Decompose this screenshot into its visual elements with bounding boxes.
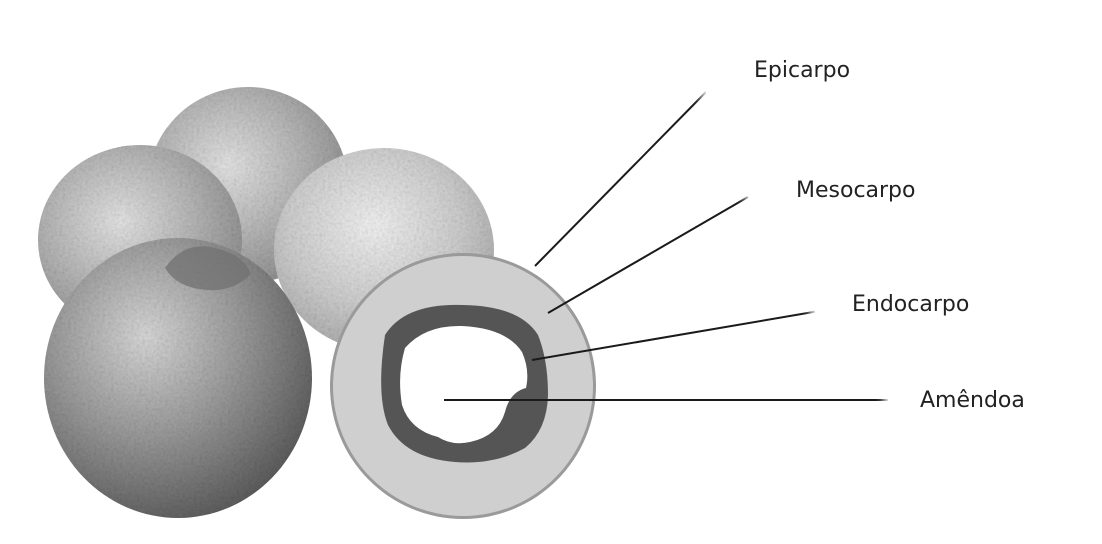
label-endocarp: Endocarpo [852,292,969,317]
leader-line-mesocarp [548,197,748,313]
label-kernel: Amêndoa [920,388,1025,413]
leader-line-epicarp [535,92,706,266]
label-mesocarp: Mesocarpo [796,178,916,203]
fruit-cross-section [330,253,596,519]
label-epicarp: Epicarpo [754,58,850,83]
